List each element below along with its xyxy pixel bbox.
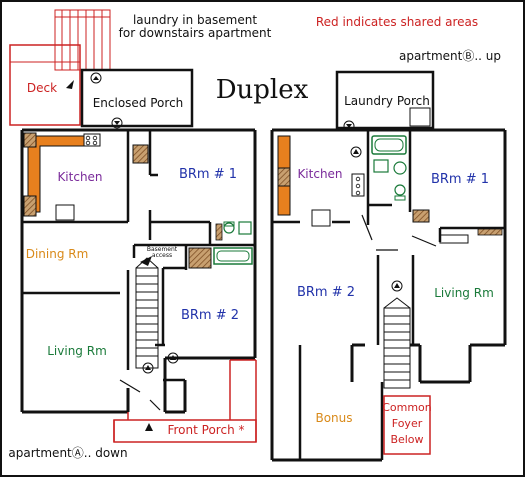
detector-icon-b2 xyxy=(391,280,403,292)
sink-b xyxy=(373,159,389,173)
laundry-note-line1: laundry in basement xyxy=(133,13,257,27)
shared-legend: Red indicates shared areas xyxy=(316,15,478,29)
porch-light-icon-2 xyxy=(111,117,123,129)
common-foyer-outline xyxy=(383,395,431,455)
chimney-a xyxy=(23,132,37,148)
laundry-note-line2: for downstairs apartment xyxy=(119,26,272,40)
front-porch-label: Front Porch * xyxy=(167,423,244,437)
stove-b xyxy=(351,173,365,197)
bedroom-2-a-label: BRm # 2 xyxy=(181,308,239,323)
apartment-b-interior-walls xyxy=(272,130,505,460)
washer-icon xyxy=(409,107,431,127)
bonus-label: Bonus xyxy=(315,411,352,425)
apartment-a-interior-walls xyxy=(22,130,255,382)
fridge-b xyxy=(311,209,331,227)
basement-access-label-1: Basement xyxy=(147,246,178,253)
apartment-a-plan: Deck Enclosed Porch xyxy=(8,9,257,460)
detector-icon-a1 xyxy=(167,352,179,364)
enclosed-porch-outline xyxy=(80,68,194,128)
detector-icon-b1 xyxy=(350,146,362,158)
laundry-porch-label: Laundry Porch xyxy=(344,94,430,108)
bedroom-1-a-label: BRm # 1 xyxy=(179,167,237,182)
basement-access-label-2: access xyxy=(152,252,172,259)
bedroom-2-b-label: BRm # 2 xyxy=(297,285,355,300)
living-b-label: Living Rm xyxy=(434,286,494,300)
entry-arrow-icon xyxy=(66,80,74,89)
deck-label: Deck xyxy=(27,81,57,95)
detector-icon-a2 xyxy=(142,362,154,374)
sink-b-2 xyxy=(393,161,407,175)
toilet-a xyxy=(223,222,235,234)
bath-a-vanity xyxy=(188,247,212,269)
basement-arrow-icon xyxy=(140,256,152,266)
apartment-a-walls xyxy=(20,128,257,414)
fridge-a xyxy=(55,204,75,221)
kitchen-a-label: Kitchen xyxy=(57,170,102,184)
bathtub-b xyxy=(371,135,407,155)
deck-stairs xyxy=(54,9,111,71)
stairs-a xyxy=(135,257,159,369)
apartment-b-label: apartmentⒷ.. up xyxy=(399,49,501,63)
enclosed-porch-label: Enclosed Porch xyxy=(93,96,184,110)
common-foyer-label-2: Foyer xyxy=(392,417,423,430)
tub-b-side xyxy=(439,234,469,244)
toilet-b xyxy=(394,184,406,196)
bath-a-wall xyxy=(215,223,223,241)
front-porch-outline xyxy=(113,359,257,443)
apartment-b-walls xyxy=(270,128,507,462)
chimney-a-3 xyxy=(132,144,149,164)
chimney-b xyxy=(277,167,291,187)
chimney-b-3 xyxy=(477,228,503,236)
apartment-a-label: apartmentⒶ.. down xyxy=(8,446,127,460)
bathtub-a xyxy=(213,247,253,265)
dining-label: Dining Rm xyxy=(26,247,89,261)
deck-outline xyxy=(9,44,81,126)
sink-a xyxy=(238,221,252,235)
kitchen-b-label: Kitchen xyxy=(297,167,342,181)
stove-a xyxy=(83,133,101,147)
bedroom-1-b-label: BRm # 1 xyxy=(431,172,489,187)
laundry-porch-outline xyxy=(335,70,435,130)
living-a-label: Living Rm xyxy=(47,344,107,358)
front-entry-arrow-icon xyxy=(145,423,153,431)
stairs-b xyxy=(383,297,411,389)
chimney-b-2 xyxy=(412,209,430,223)
page-title: Duplex xyxy=(216,75,309,105)
common-foyer-label-3: Below xyxy=(390,433,423,446)
chimney-a-2 xyxy=(23,195,37,217)
apartment-b-plan: Laundry Porch xyxy=(270,70,507,462)
porch-light-icon xyxy=(90,72,102,84)
common-foyer-label-1: Common xyxy=(382,401,432,414)
